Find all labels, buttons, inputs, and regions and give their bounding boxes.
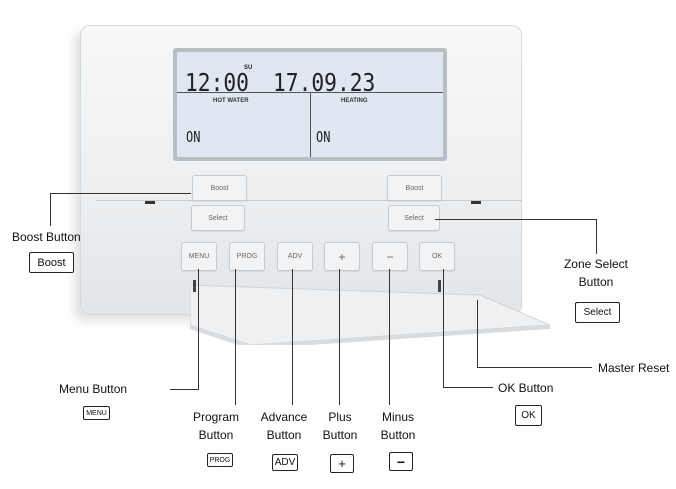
front-flap (190, 285, 550, 345)
lcd-day: SU (244, 65, 253, 71)
lcd-time: 12:00 (185, 68, 249, 97)
select-button-zone1[interactable]: Select (191, 205, 245, 231)
lcd-zone-label-heating: HEATING (341, 98, 368, 104)
minus-label-line2: Button (380, 428, 416, 442)
minus-button[interactable]: − (372, 242, 408, 271)
program-label-line2: Button (198, 428, 234, 442)
case-seam (96, 200, 522, 201)
lcd-zone-state-heating: ON (316, 128, 331, 146)
case-slot (471, 201, 481, 204)
minus-key-icon: − (389, 452, 413, 471)
boost-button-zone2[interactable]: Boost (387, 175, 442, 201)
leader-line-advance (292, 269, 293, 405)
leader-line-plus (339, 269, 340, 405)
lcd-date: 17.09.23 (273, 68, 376, 97)
plus-label-line1: Plus (328, 410, 352, 424)
leader-line-boost (50, 193, 51, 226)
select-button-zone2[interactable]: Select (388, 205, 440, 231)
adv-key-icon: ADV (272, 454, 298, 471)
ok-key-icon: OK (515, 405, 542, 426)
lcd-divider (310, 92, 311, 157)
plus-label-line2: Button (322, 428, 358, 442)
master-reset-label: Master Reset (598, 361, 670, 375)
program-label-line1: Program (192, 410, 239, 424)
select-key-icon: Select (575, 302, 620, 323)
hinge-pin (438, 280, 441, 292)
plus-button[interactable]: + (324, 242, 360, 271)
leader-line-zone-select (596, 219, 597, 254)
program-button[interactable]: PROG (229, 242, 265, 271)
boost-button-zone1[interactable]: Boost (192, 175, 247, 201)
zone-select-label-line2: Button (578, 275, 614, 289)
leader-line-ok (443, 269, 444, 387)
boost-key-icon: Boost (29, 252, 74, 273)
prog-key-icon: PROG (207, 453, 233, 467)
menu-key-icon: MENU (83, 406, 110, 420)
ok-button[interactable]: OK (419, 242, 455, 271)
ok-button-label: OK Button (498, 381, 554, 395)
leader-line-minus (389, 269, 390, 405)
boost-button-label: Boost Button (12, 230, 81, 244)
leader-line-boost (50, 193, 191, 194)
leader-line-zone-select (435, 219, 597, 220)
lcd-zone-label-hot-water: HOT WATER (213, 98, 249, 104)
leader-line-ok (443, 387, 493, 388)
leader-line-menu (198, 269, 199, 389)
lcd-zone-state-hot-water: ON (186, 128, 201, 146)
leader-line-master-reset (477, 300, 478, 367)
menu-button[interactable]: MENU (181, 242, 217, 271)
leader-line-master-reset (477, 367, 592, 368)
hinge-pin (193, 280, 196, 292)
minus-label-line1: Minus (381, 410, 414, 424)
zone-select-label-line1: Zone Select (563, 257, 629, 271)
leader-line-menu (170, 389, 199, 390)
plus-key-icon: + (330, 454, 354, 473)
advance-label-line2: Button (266, 428, 302, 442)
advance-button[interactable]: ADV (277, 242, 313, 271)
case-slot (145, 201, 155, 204)
advance-label-line1: Advance (260, 410, 308, 424)
leader-line-program (235, 269, 236, 405)
menu-button-label: Menu Button (59, 382, 128, 396)
